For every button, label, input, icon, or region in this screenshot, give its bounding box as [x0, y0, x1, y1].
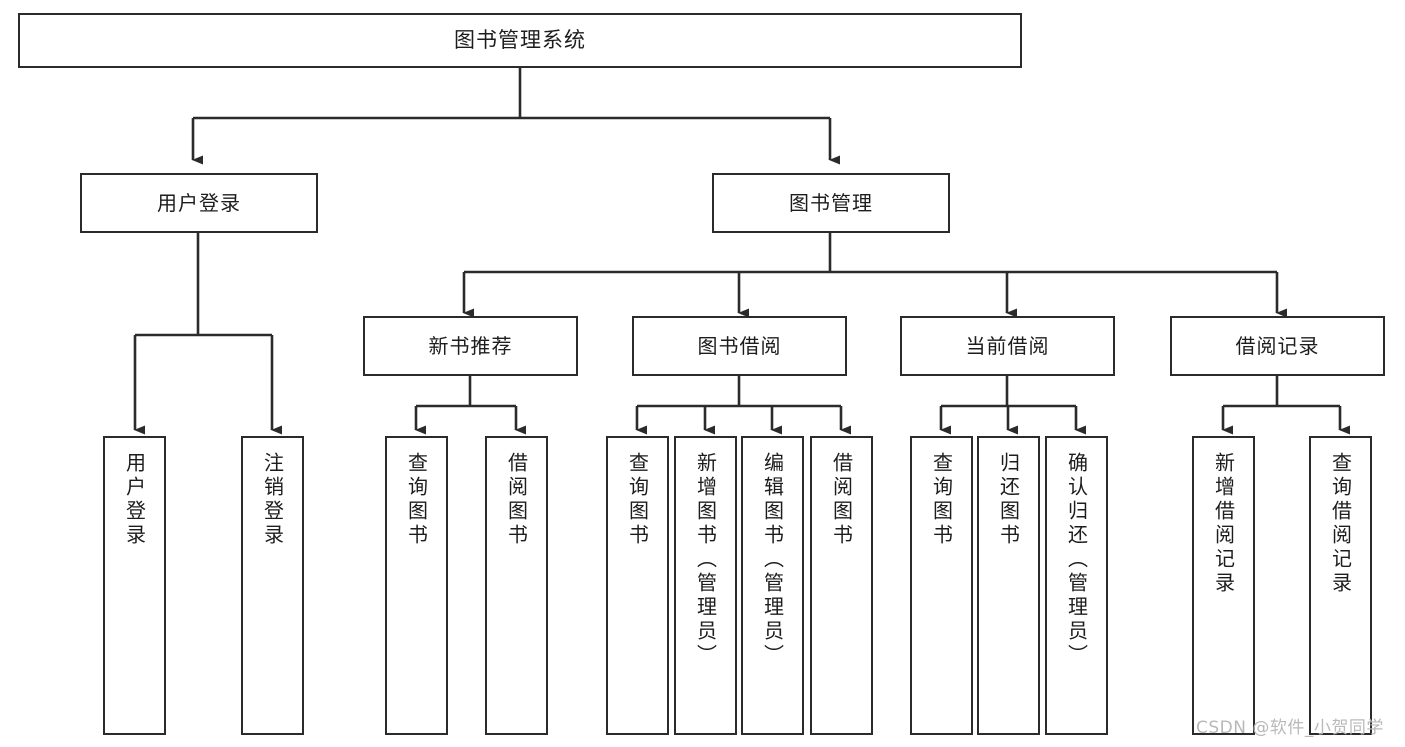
leaf-user-logout[interactable]: 注销登录 [241, 436, 304, 735]
node-root-book-management-system[interactable]: 图书管理系统 [18, 13, 1022, 68]
node-label: 确认归还（管理员） [1064, 452, 1089, 668]
leaf-confirm-return-admin[interactable]: 确认归还（管理员） [1045, 436, 1108, 735]
node-label: 编辑图书（管理员） [760, 452, 785, 668]
leaf-add-book-admin[interactable]: 新增图书（管理员） [674, 436, 737, 735]
watermark: CSDN @软件_小贺同学 [1196, 718, 1384, 738]
leaf-query-book-current[interactable]: 查询图书 [910, 436, 973, 735]
node-label: 查询图书 [625, 452, 650, 548]
leaf-query-book-recommend[interactable]: 查询图书 [385, 436, 448, 735]
node-label: 查询图书 [929, 452, 954, 548]
node-label: 图书管理 [789, 190, 873, 215]
leaf-query-book-borrow[interactable]: 查询图书 [606, 436, 669, 735]
node-label: 新增借阅记录 [1211, 452, 1236, 596]
node-label: 查询图书 [404, 452, 429, 548]
node-label: 借阅图书 [829, 452, 854, 548]
node-label: 新书推荐 [428, 333, 513, 358]
node-label: 注销登录 [260, 452, 285, 548]
leaf-user-login[interactable]: 用户登录 [103, 436, 166, 735]
node-book-management[interactable]: 图书管理 [712, 173, 950, 233]
node-label: 当前借阅 [965, 333, 1050, 358]
leaf-query-borrow-record[interactable]: 查询借阅记录 [1309, 436, 1372, 735]
node-current-borrow[interactable]: 当前借阅 [900, 316, 1115, 376]
node-label: 归还图书 [996, 452, 1021, 548]
leaf-borrow-book-recommend[interactable]: 借阅图书 [485, 436, 548, 735]
node-label: 查询借阅记录 [1328, 452, 1353, 596]
node-book-borrow[interactable]: 图书借阅 [632, 316, 847, 376]
node-borrow-record[interactable]: 借阅记录 [1170, 316, 1385, 376]
node-label: 借阅记录 [1235, 333, 1320, 358]
leaf-return-book[interactable]: 归还图书 [977, 436, 1040, 735]
node-label: 图书借阅 [697, 333, 782, 358]
leaf-edit-book-admin[interactable]: 编辑图书（管理员） [741, 436, 804, 735]
leaf-add-borrow-record[interactable]: 新增借阅记录 [1192, 436, 1255, 735]
node-label: 借阅图书 [504, 452, 529, 548]
node-new-book-recommend[interactable]: 新书推荐 [363, 316, 578, 376]
node-label: 用户登录 [122, 452, 147, 548]
node-user-login[interactable]: 用户登录 [80, 173, 318, 233]
node-label: 用户登录 [157, 190, 241, 215]
node-label: 图书管理系统 [454, 28, 586, 53]
node-label: 新增图书（管理员） [693, 452, 718, 668]
leaf-borrow-book[interactable]: 借阅图书 [810, 436, 873, 735]
